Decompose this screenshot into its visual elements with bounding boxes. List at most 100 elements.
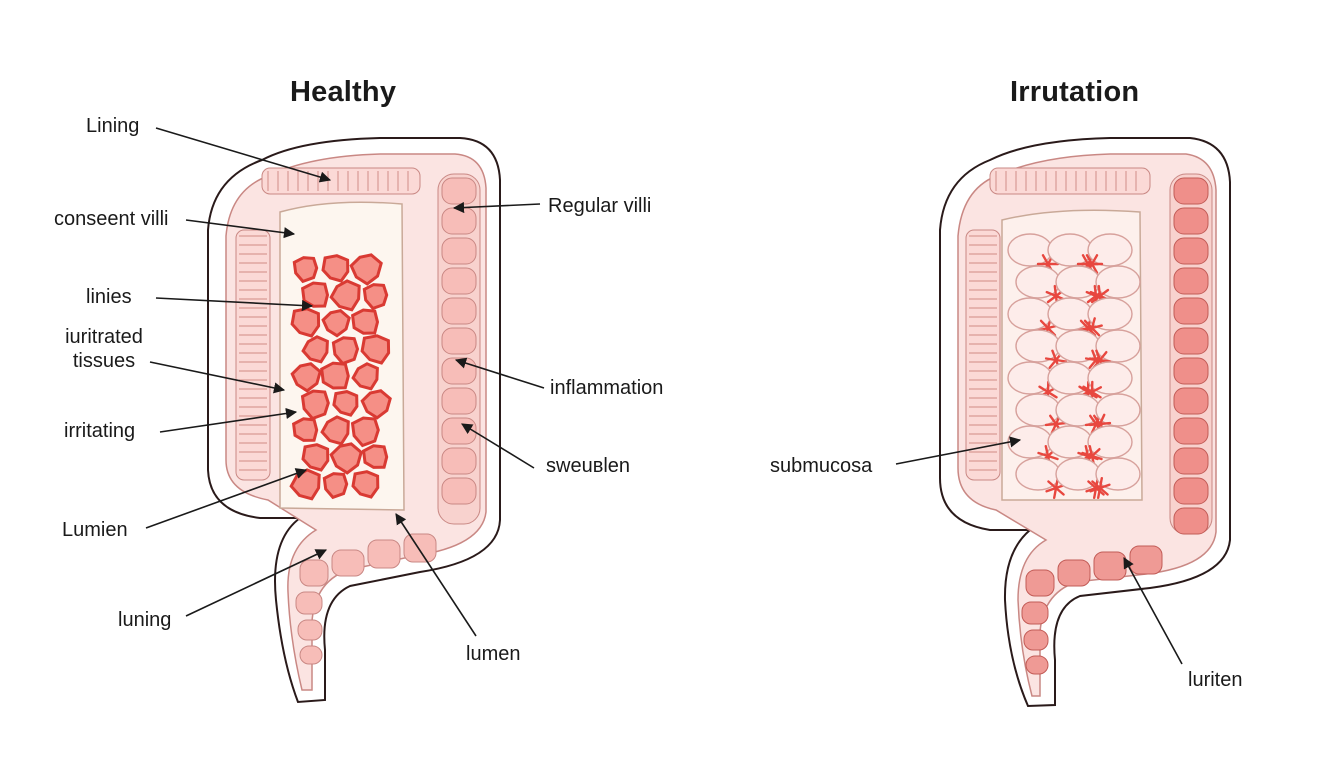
- irritation-right-segments: [1169, 173, 1213, 535]
- red-cell: [291, 417, 319, 442]
- tail-segment: [299, 645, 323, 665]
- leader-iuritrated-tissues: [149, 361, 286, 394]
- red-cell: [300, 281, 330, 308]
- pale-cell: [1095, 457, 1141, 491]
- segment: [441, 477, 477, 505]
- tail-segment: [1129, 545, 1163, 575]
- irritation-top-mucosa: [989, 167, 1151, 195]
- segment: [441, 237, 477, 265]
- segment: [441, 417, 477, 445]
- pale-cell: [1087, 361, 1133, 395]
- healthy-colon: [207, 137, 501, 704]
- segment: [1173, 387, 1209, 415]
- red-cell: [322, 472, 349, 500]
- label-luning: luning: [118, 609, 172, 631]
- red-cell: [351, 470, 380, 499]
- leader-sweublen: [461, 423, 535, 469]
- segment: [1173, 207, 1209, 235]
- tail-segment: [1093, 551, 1127, 581]
- segment: [441, 357, 477, 385]
- leader-lining: [155, 127, 332, 183]
- healthy-irritated-cells: [289, 253, 392, 501]
- pale-cell: [1007, 425, 1053, 459]
- tail-segment: [1025, 569, 1055, 597]
- tail-segment: [367, 539, 401, 569]
- segment: [1173, 237, 1209, 265]
- label-linies: linies: [86, 286, 132, 308]
- segment: [1173, 357, 1209, 385]
- leader-inflammation: [454, 357, 545, 389]
- red-cell: [331, 336, 360, 366]
- healthy-top-mucosa: [261, 167, 421, 195]
- tail-segment: [1057, 559, 1091, 587]
- segment: [1173, 447, 1209, 475]
- red-cell: [301, 335, 329, 364]
- red-cell: [361, 444, 389, 469]
- healthy-left-mucosa: [235, 229, 271, 481]
- red-cell: [301, 443, 330, 472]
- leader-regular-villi: [452, 201, 541, 214]
- pale-cell: [1095, 393, 1141, 427]
- label-luriten: luriten: [1188, 669, 1243, 691]
- healthy-right-segments: [437, 173, 481, 525]
- red-cell: [362, 283, 389, 311]
- segment: [441, 177, 477, 205]
- red-cell: [332, 390, 359, 417]
- irritation-title: Irrutation: [1010, 76, 1140, 108]
- segment: [441, 207, 477, 235]
- segment: [1173, 267, 1209, 295]
- red-cell: [350, 416, 380, 448]
- red-cell: [321, 254, 350, 283]
- leader-linies: [155, 297, 314, 312]
- segment: [1173, 177, 1209, 205]
- segment: [1173, 507, 1209, 535]
- red-cell: [329, 279, 361, 312]
- leader-submucosa: [895, 436, 1022, 465]
- healthy-tail-segments: [295, 533, 437, 665]
- leader-luning: [185, 549, 328, 617]
- irritation-left-mucosa: [965, 229, 1001, 481]
- red-cell: [329, 442, 363, 475]
- segment: [441, 267, 477, 295]
- healthy-title: Healthy: [290, 76, 397, 108]
- tail-segment: [299, 559, 329, 587]
- segment: [1173, 327, 1209, 355]
- mucosa-band: [965, 229, 1001, 481]
- pale-cell: [1015, 329, 1061, 363]
- leader-lumien: [145, 468, 308, 529]
- label-irritating: irritating: [64, 420, 136, 442]
- red-cell: [321, 308, 351, 338]
- pale-cell: [1095, 329, 1141, 363]
- leader-luriten: [1123, 557, 1183, 665]
- red-cell: [292, 256, 319, 284]
- segment: [441, 327, 477, 355]
- label-iuritrated-tissues: iuritrated tissues: [65, 326, 143, 372]
- red-cell: [290, 307, 321, 338]
- inflammation-burst: [1044, 413, 1068, 435]
- pale-cell: [1055, 329, 1101, 363]
- leader-conseent-villi: [185, 219, 296, 239]
- red-cell: [350, 308, 380, 335]
- red-cell: [320, 361, 350, 390]
- tail-segment: [403, 533, 437, 563]
- label-lumen: lumen: [466, 643, 521, 665]
- tail-segment: [297, 619, 323, 641]
- tail-segment: [1021, 601, 1049, 625]
- segment: [441, 447, 477, 475]
- red-cell: [300, 389, 330, 421]
- segment: [1173, 417, 1209, 445]
- label-inflammation: inflammation: [550, 377, 664, 399]
- red-cell: [360, 334, 391, 365]
- segment: [1173, 477, 1209, 505]
- pale-cell: [1015, 265, 1061, 299]
- mucosa-band: [989, 167, 1151, 195]
- inflammation-burst: [1089, 477, 1111, 499]
- red-cell: [360, 389, 392, 420]
- tail-segment: [1025, 655, 1049, 675]
- label-lining: Lining: [86, 115, 140, 137]
- label-conseent-villi: conseent villi: [54, 208, 169, 230]
- label-lumien: Lumien: [62, 519, 128, 541]
- tail-segment: [331, 549, 365, 577]
